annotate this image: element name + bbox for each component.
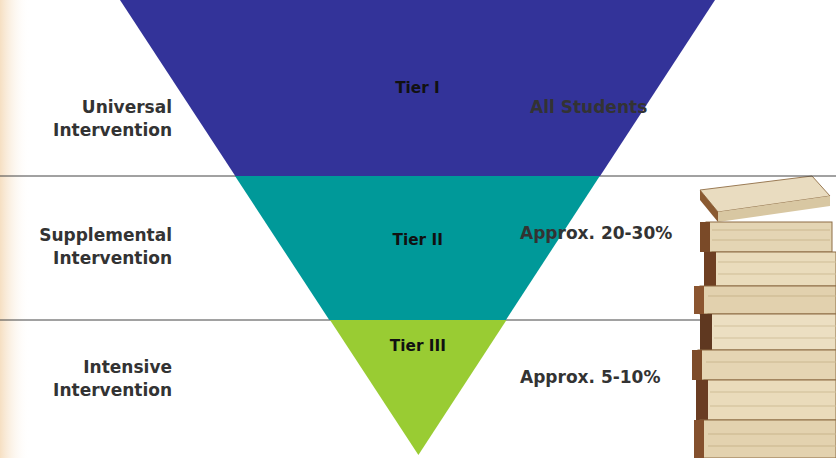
level-name: Universal Intervention (2, 96, 172, 142)
band-text-group: Tier III (330, 335, 507, 357)
level-name: Supplemental Intervention (2, 224, 172, 270)
population-share: All Students (530, 96, 647, 119)
population-share: Approx. 20-30% (520, 222, 672, 245)
tier-name: Tier I (120, 77, 715, 99)
book-stack (692, 176, 836, 458)
tier-name: Tier III (330, 335, 507, 357)
level-name: Intensive Intervention (2, 356, 172, 402)
edge-tint (0, 0, 30, 458)
band-text-group: Tier I (120, 77, 715, 99)
tier-band: Tier III (330, 320, 507, 455)
tier-band: Tier I (120, 0, 715, 176)
population-share: Approx. 5-10% (520, 366, 660, 389)
band-fill (120, 0, 715, 176)
band-fill (235, 176, 600, 320)
band-fill (330, 320, 507, 455)
tier-band: Tier II (235, 176, 600, 320)
